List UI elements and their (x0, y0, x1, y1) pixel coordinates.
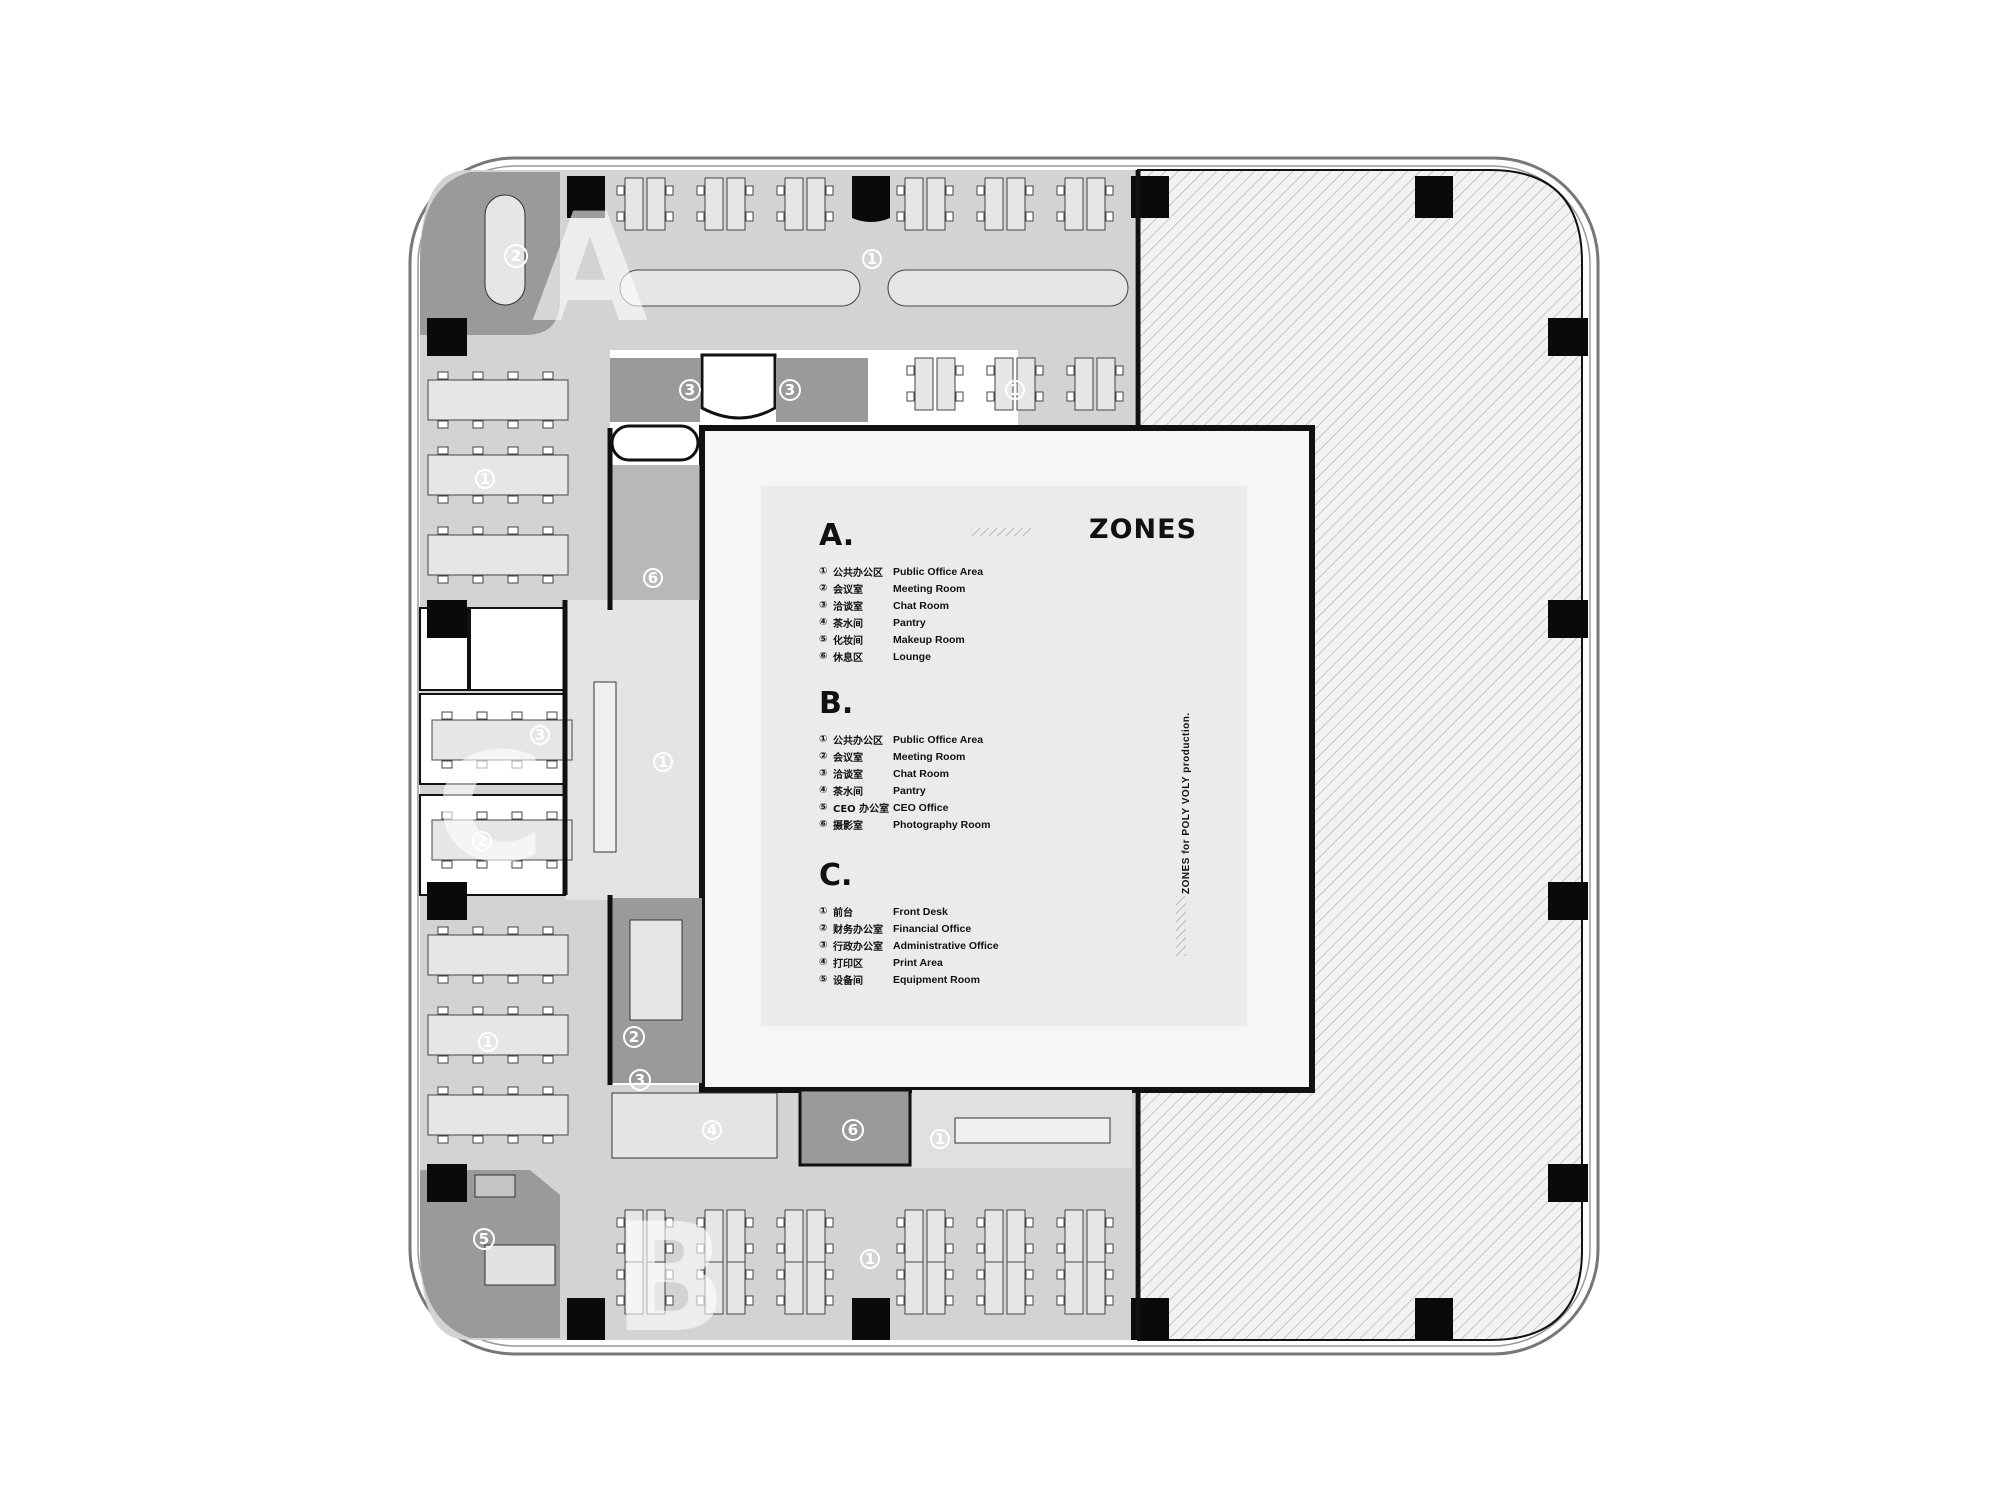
partition-walls (562, 170, 1141, 1340)
svg-text:3: 3 (535, 726, 545, 744)
svg-text:2: 2 (511, 247, 521, 265)
marker-b2: 2 (623, 1026, 645, 1048)
marker-b5: 5 (473, 1228, 495, 1250)
chat-room-a3-right (776, 358, 868, 422)
svg-text:1: 1 (1010, 381, 1020, 399)
svg-text:3: 3 (635, 1071, 645, 1089)
svg-text:2: 2 (477, 832, 487, 850)
legend-section-letter: B. (819, 686, 854, 721)
svg-text:3: 3 (785, 381, 795, 399)
zone-label-b: B (613, 1192, 727, 1366)
building-inner-outline (417, 165, 1591, 1347)
legend-section-letter: C. (819, 858, 853, 893)
legend-hatch-decoration (971, 528, 1031, 536)
front-desk (593, 681, 617, 853)
svg-text:1: 1 (865, 1250, 875, 1268)
svg-text:4: 4 (535, 652, 545, 670)
marker-b6: 6 (842, 1119, 864, 1141)
reception-corridor (565, 600, 700, 900)
svg-text:1: 1 (935, 1130, 945, 1148)
svg-text:1: 1 (658, 753, 668, 771)
svg-text:1: 1 (480, 470, 490, 488)
zone-label-a: A (532, 182, 648, 356)
print-room (469, 607, 566, 691)
marker-c5: 5 (433, 663, 453, 683)
pantry-b4 (611, 1092, 778, 1159)
marker-c1: 1 (653, 752, 673, 772)
svg-text:3: 3 (685, 381, 695, 399)
legend-hatch-decoration-vertical (1176, 896, 1186, 956)
svg-text:6: 6 (848, 1121, 858, 1139)
svg-text:4: 4 (707, 1121, 717, 1139)
svg-text:5: 5 (438, 664, 448, 682)
marker-b4: 4 (702, 1120, 722, 1140)
marker-a6: 6 (643, 568, 663, 588)
svg-text:2: 2 (629, 1028, 639, 1046)
legend-section-letter: A. (819, 518, 855, 553)
svg-text:6: 6 (648, 569, 658, 587)
marker-c3: 3 (530, 725, 550, 745)
zone-label-c: C (435, 722, 545, 896)
marker-c4: 4 (530, 651, 550, 671)
lounge-a6 (612, 465, 702, 600)
pantry-a4 (700, 353, 777, 420)
marker-b1-left: 1 (478, 1032, 498, 1052)
marker-a1-left: 1 (475, 469, 495, 489)
svg-text:1: 1 (483, 1033, 493, 1051)
unleased-area (1137, 169, 1583, 1341)
photography-room (798, 1088, 912, 1167)
marker-a3-right: 3 (779, 379, 801, 401)
svg-text:5: 5 (647, 434, 657, 452)
credit-line: ZONES for POLY VOLY production. (1181, 712, 1192, 894)
chat-room-a3-left (610, 358, 700, 422)
structural-columns (427, 176, 1588, 1340)
svg-text:1: 1 (867, 250, 877, 268)
marker-a2: 2 (504, 244, 528, 268)
svg-text:4: 4 (727, 368, 737, 386)
marker-b3: 3 (629, 1069, 651, 1091)
marker-a3-left: 3 (679, 379, 701, 401)
marker-a4: 4 (721, 366, 743, 388)
marker-a1-right: 1 (1005, 380, 1025, 400)
marker-c2: 2 (472, 831, 492, 851)
marker-b1-right: 1 (930, 1129, 950, 1149)
marker-a5: 5 (642, 433, 662, 453)
marker-a1-top: 1 (862, 249, 882, 269)
svg-text:5: 5 (479, 1230, 489, 1248)
marker-b1-bottom: 1 (860, 1249, 880, 1269)
legend-title: ZONES (1089, 514, 1198, 545)
